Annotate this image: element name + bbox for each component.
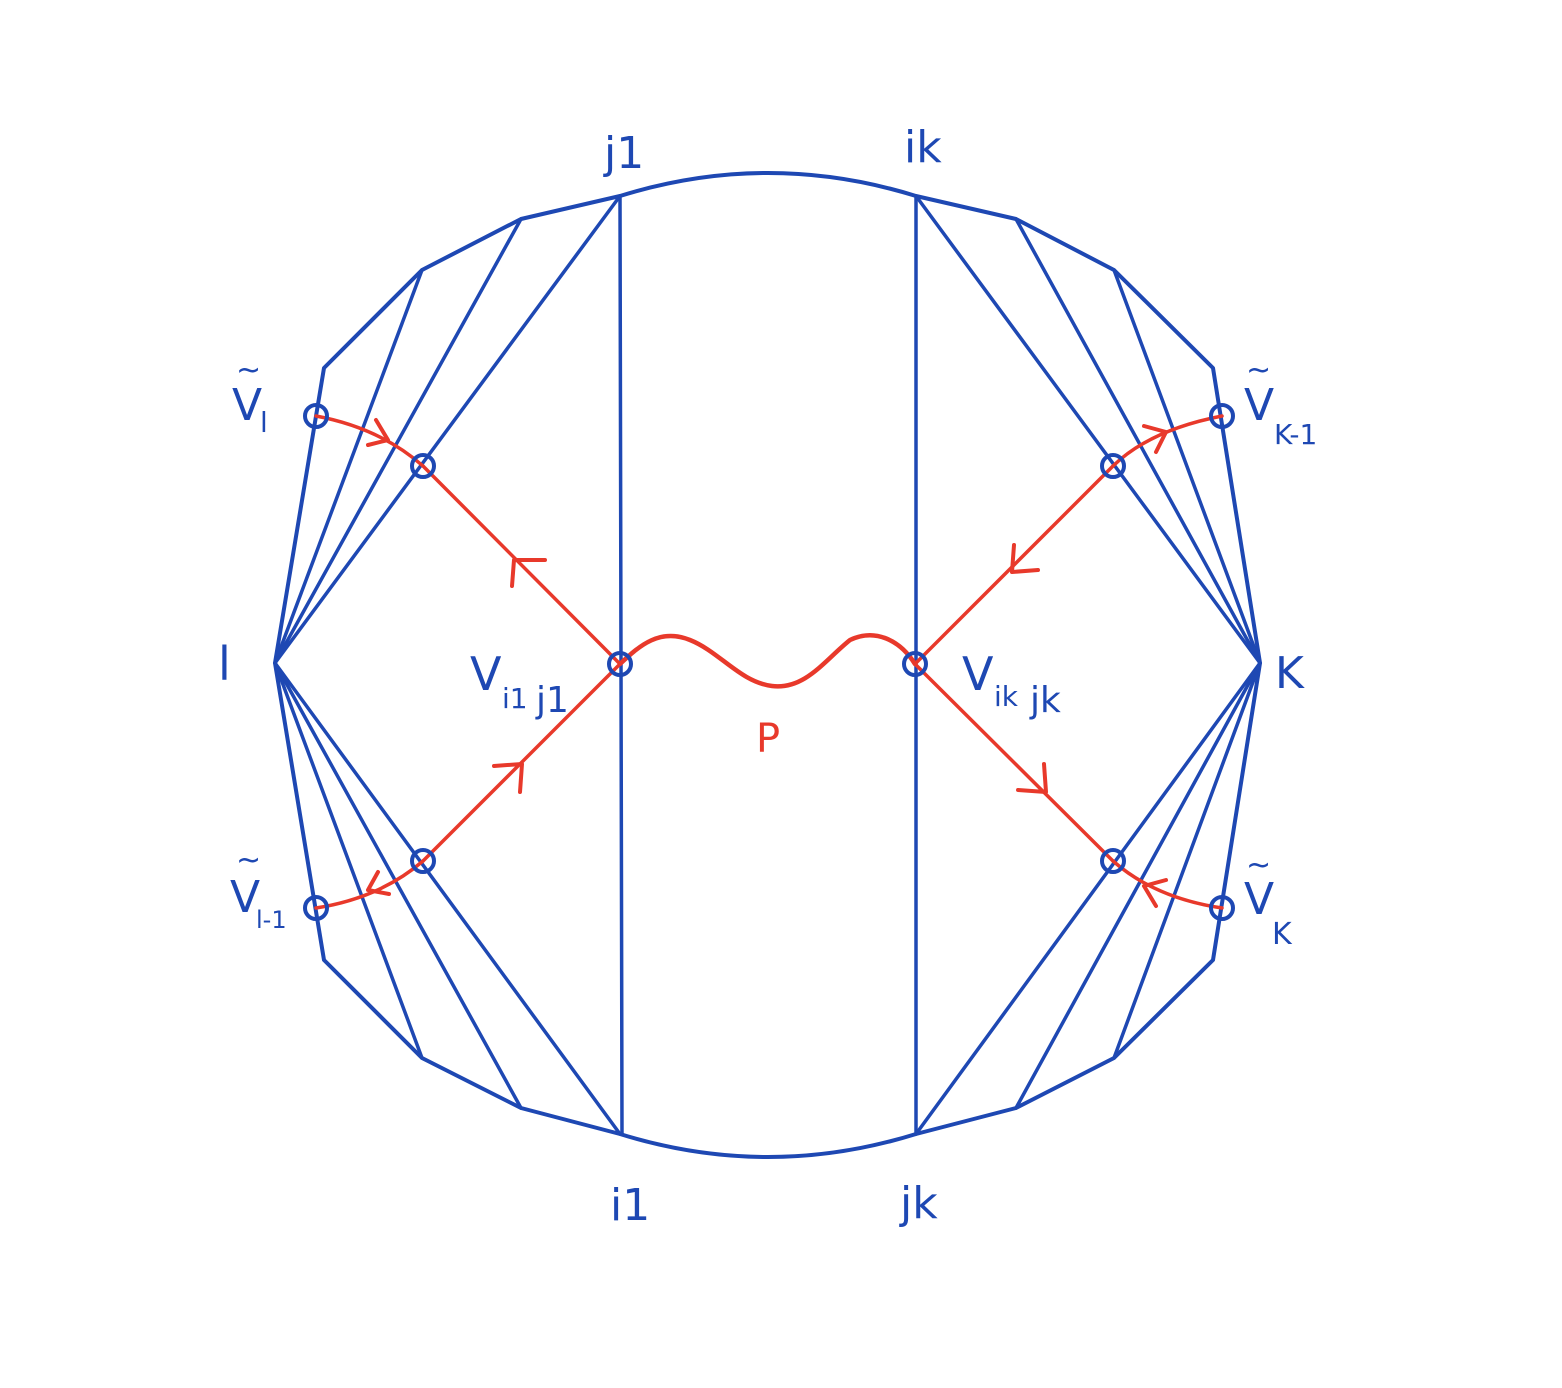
node-vt-k <box>1209 895 1235 921</box>
node-circle <box>410 453 436 479</box>
arrow-icon <box>366 418 390 447</box>
diagonal <box>1112 268 1262 665</box>
vertex-markers <box>303 403 1235 921</box>
path-segment <box>913 662 1115 863</box>
diagonal <box>1014 217 1262 665</box>
arrow-icon <box>510 558 547 588</box>
arrowheads <box>366 418 1168 908</box>
diagonal <box>273 661 622 1136</box>
label-vt-l-1: ~ V l-1 <box>230 843 287 934</box>
svg-text:jk: jk <box>1029 680 1061 721</box>
svg-text:~: ~ <box>1246 848 1271 883</box>
arrow-icon <box>492 762 524 794</box>
label-path-p: P <box>756 716 780 762</box>
arrow-icon <box>1142 424 1168 454</box>
svg-text:ik: ik <box>994 680 1019 713</box>
left-fan-diagonals <box>273 194 622 1136</box>
node-vt-l-1 <box>303 895 329 921</box>
svg-text:V: V <box>470 647 502 701</box>
label-v-ik-jk: V ik jk <box>962 647 1061 721</box>
node-circle <box>1100 453 1126 479</box>
label-i1-bottom: i1 <box>610 1180 650 1231</box>
svg-text:V: V <box>232 380 262 431</box>
label-j1-top: j1 <box>603 128 644 179</box>
svg-text:V: V <box>962 647 994 701</box>
path-segment <box>421 464 622 666</box>
arrow-icon <box>1010 543 1040 574</box>
diagonal <box>273 268 424 665</box>
label-vt-l: ~ V l <box>232 353 268 439</box>
labels: j1 ik i1 jk l K V i1 j1 V ik jk ~ V l ~ … <box>218 122 1317 1231</box>
svg-text:K-1: K-1 <box>1274 418 1317 451</box>
svg-text:j1: j1 <box>535 680 569 721</box>
label-vt-k-1: ~ V K-1 <box>1244 353 1317 451</box>
diagonal <box>273 661 523 1110</box>
svg-text:V: V <box>1244 874 1274 925</box>
node-vt-l <box>303 403 329 429</box>
label-vertex-k: K <box>1275 648 1305 699</box>
label-vt-k: ~ V K <box>1244 848 1293 952</box>
label-v-i1-j1: V i1 j1 <box>470 647 569 721</box>
svg-text:V: V <box>230 872 260 923</box>
diagonal <box>1014 661 1262 1110</box>
vertical-diagonals <box>618 194 918 1136</box>
svg-text:~: ~ <box>236 843 261 878</box>
node-circle <box>1100 848 1126 874</box>
path-p-curve <box>617 633 918 689</box>
node-v-ik-jk <box>902 651 928 677</box>
label-vertex-l: l <box>218 637 231 691</box>
arrow-icon <box>1142 878 1168 908</box>
node-v-i1-j1 <box>607 651 633 677</box>
diagonal <box>914 194 1262 665</box>
polygon-boundary <box>273 171 1262 1159</box>
label-ik-top: ik <box>904 122 942 173</box>
diagonal <box>273 661 424 1060</box>
svg-text:l-1: l-1 <box>256 906 287 934</box>
outer-polygon <box>273 171 1262 1159</box>
diagonal <box>914 661 1262 1136</box>
svg-text:~: ~ <box>1246 353 1271 388</box>
node-circle <box>410 848 436 874</box>
svg-text:K: K <box>1272 917 1293 952</box>
arrow-icon <box>1016 762 1048 794</box>
label-jk-bottom: jk <box>899 1178 938 1229</box>
right-fan-diagonals <box>914 194 1262 1136</box>
diagonal <box>273 217 523 665</box>
red-path <box>314 414 1224 910</box>
diagonal <box>1112 661 1262 1060</box>
diagonal <box>273 194 622 665</box>
svg-text:V: V <box>1244 380 1274 431</box>
svg-text:~: ~ <box>236 353 261 388</box>
svg-text:l: l <box>260 406 268 439</box>
svg-text:i1: i1 <box>502 682 528 715</box>
arrow-icon <box>366 870 391 896</box>
node-vt-k-1 <box>1209 403 1235 429</box>
